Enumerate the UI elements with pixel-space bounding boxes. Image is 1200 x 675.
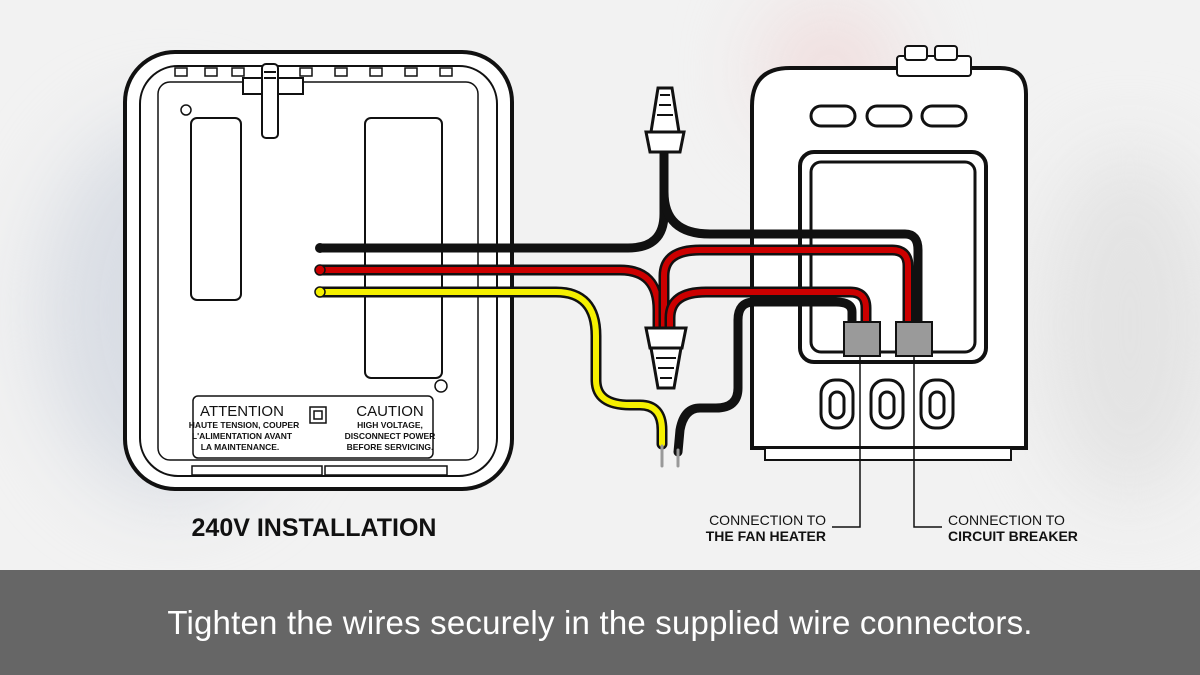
left-slot xyxy=(190,117,242,301)
black-terminal-dot xyxy=(315,243,325,253)
caption-text: Tighten the wires securely in the suppli… xyxy=(167,603,1033,641)
warning-right-line-3: BEFORE SERVICING. xyxy=(347,442,434,452)
caption-bar: Tighten the wires securely in the suppli… xyxy=(0,570,1200,675)
callout-fan-heater-line-2: THE FAN HEATER xyxy=(706,528,826,544)
warning-left-line-2: L'ALIMENTATION AVANT xyxy=(192,431,293,441)
background-blur-right xyxy=(1040,150,1200,500)
vent-slot xyxy=(920,104,968,128)
warning-left-heading: ATTENTION xyxy=(200,403,284,420)
red-wire-heater xyxy=(667,289,869,333)
warning-left-line-3: LA MAINTENANCE. xyxy=(201,442,280,452)
callout-line-circuit-breaker xyxy=(913,356,942,528)
yellow-wire xyxy=(317,289,665,447)
yellow-terminal-dot xyxy=(314,286,326,298)
vent-slot xyxy=(865,104,913,128)
wire-nut-top-icon xyxy=(644,86,686,154)
installation-label: 240V INSTALLATION xyxy=(192,514,437,542)
callout-circuit-breaker-line-1: CONNECTION TO xyxy=(948,512,1065,528)
warning-box xyxy=(192,395,434,459)
wire-nut-bottom-icon xyxy=(644,326,688,390)
top-clip-icon xyxy=(896,45,972,77)
black-wire-load xyxy=(659,145,923,327)
red-terminal-dot xyxy=(314,264,326,276)
red-wire xyxy=(317,267,661,333)
callout-line-fan-heater xyxy=(832,356,861,528)
red-wire-breaker xyxy=(661,247,911,333)
top-latch-icon xyxy=(242,63,304,139)
warning-right-line-2: DISCONNECT POWER xyxy=(345,431,436,441)
warning-right-line-1: HIGH VOLTAGE, xyxy=(357,420,423,430)
mounting-holes xyxy=(819,378,955,430)
wires xyxy=(314,145,923,468)
fan-heater-terminal xyxy=(843,321,881,357)
vent-slot xyxy=(809,104,857,128)
warning-left-line-1: HAUTE TENSION, COUPER xyxy=(189,420,300,430)
callout-circuit-breaker-line-2: CIRCUIT BREAKER xyxy=(948,528,1078,544)
black-wire-bottom xyxy=(673,297,857,457)
circuit-breaker-terminal xyxy=(895,321,933,357)
warning-right-heading: CAUTION xyxy=(356,403,424,420)
callout-fan-heater-line-1: CONNECTION TO xyxy=(709,512,826,528)
